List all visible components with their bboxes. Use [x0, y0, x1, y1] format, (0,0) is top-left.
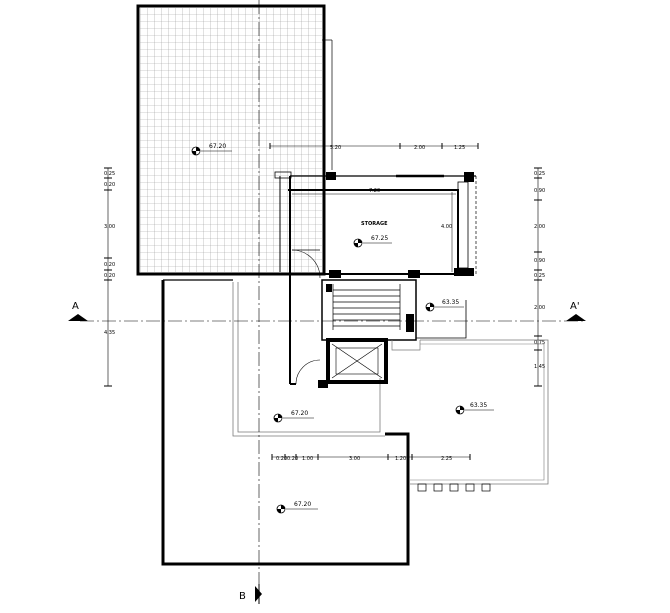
lower-slab-outline: [161, 279, 410, 566]
tiled-terrace: [136, 4, 333, 276]
level-marker-storage: 67.25: [353, 235, 392, 248]
room-label-storage: STORAGE: [361, 221, 388, 227]
section-mark-a-right: A': [570, 301, 580, 312]
dimension-top: [269, 143, 479, 149]
lift-shaft: [290, 338, 388, 388]
dim-left-2: 3.00: [104, 224, 115, 230]
dim-right-0: 0.25: [534, 171, 545, 177]
dim-left-0: 0.25: [104, 171, 115, 177]
dim-right-3: 0.90: [534, 258, 545, 264]
level-marker-stair-landing: 63.35: [425, 299, 464, 312]
dim-bottom-3: 3.00: [349, 456, 360, 462]
section-lines: [68, 0, 586, 604]
level-marker-right-area: 63.35: [455, 402, 494, 415]
dim-right-5: 2.00: [534, 305, 545, 311]
dim-top-0: 5.20: [330, 145, 341, 151]
dim-right-6: 0.75: [534, 340, 545, 346]
dim-left-4: 0.20: [104, 273, 115, 279]
dim-left-5: 4.35: [104, 330, 115, 336]
level-terrace-top: 67.20: [209, 143, 226, 150]
dim-bottom-5: 2.25: [441, 456, 452, 462]
dim-bottom-2: 1.00: [302, 456, 313, 462]
level-marker-bottom: 67.20: [276, 501, 318, 514]
staircase: [321, 279, 467, 351]
level-marker-terrace-top: 67.20: [191, 143, 232, 156]
level-stair-landing: 63.35: [442, 299, 459, 306]
section-mark-a-left: A: [72, 301, 79, 312]
section-mark-b: B: [239, 591, 246, 602]
dim-storage-depth: 4.00: [441, 224, 452, 230]
level-marker-lower-left: 67.20: [273, 410, 314, 423]
dim-left-3: 0.20: [104, 262, 115, 268]
dimension-right: [534, 167, 542, 387]
dim-storage-width: 7.20: [369, 188, 380, 194]
dimension-bottom: [271, 454, 471, 460]
dim-right-1: 0.90: [534, 188, 545, 194]
storage-room: [274, 171, 477, 384]
level-storage: 67.25: [371, 235, 388, 242]
dimension-left: [104, 167, 112, 387]
dim-top-2: 1.25: [454, 145, 465, 151]
dim-bottom-0: 0.20: [276, 456, 287, 462]
level-lower-left: 67.20: [291, 410, 308, 417]
dim-right-7: 1.45: [534, 364, 545, 370]
dim-right-2: 2.00: [534, 224, 545, 230]
dim-left-1: 0.20: [104, 182, 115, 188]
level-bottom: 67.20: [294, 501, 311, 508]
dim-bottom-1: 0.20: [287, 456, 298, 462]
level-right-area: 63.35: [470, 402, 487, 409]
dim-right-4: 0.25: [534, 273, 545, 279]
dim-top-1: 2.00: [414, 145, 425, 151]
dim-bottom-4: 1.20: [395, 456, 406, 462]
right-open-area: [410, 339, 549, 492]
